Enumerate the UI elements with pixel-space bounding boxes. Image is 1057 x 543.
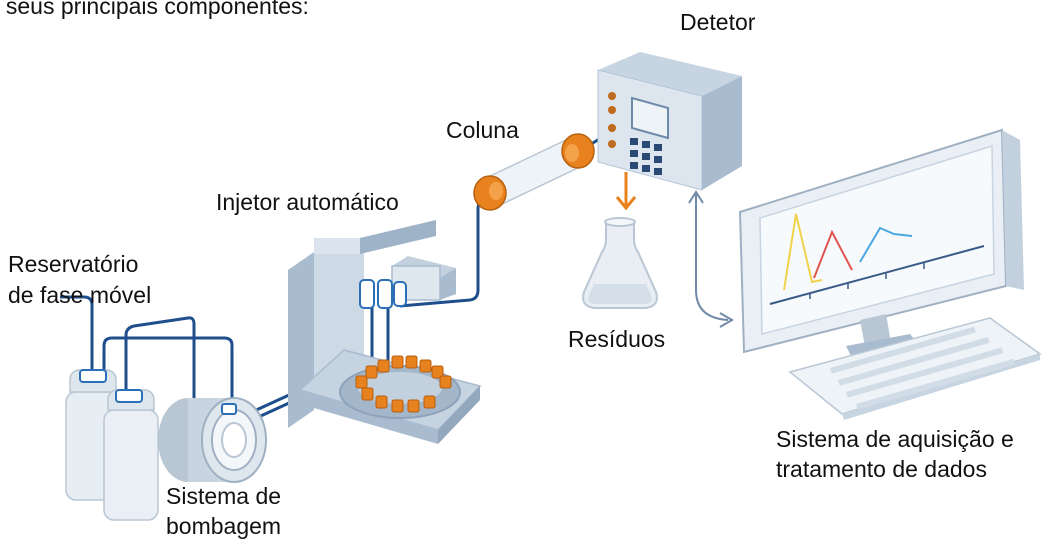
data-connection-arrow <box>688 190 734 328</box>
sample-vials <box>355 355 452 413</box>
injector-label: Injetor automático <box>216 189 399 215</box>
waste-arrow <box>615 172 637 211</box>
reservoir-label-line2: de fase móvel <box>8 282 152 308</box>
pump-label-line1: Sistema de <box>166 483 282 509</box>
chromatogram <box>783 213 925 299</box>
waste-flask <box>582 217 658 309</box>
detector-label: Detetor <box>680 9 756 35</box>
data-system-label-line2: tratamento de dados <box>776 456 987 482</box>
column <box>473 133 595 211</box>
column-label: Coluna <box>446 117 519 143</box>
autosampler <box>288 220 482 444</box>
pump-label-line2: bombagem <box>166 513 282 539</box>
reservoir-label-line1: Reservatório <box>8 251 139 277</box>
computer <box>738 128 1042 420</box>
header-text-fragment: s seus principais componentes: <box>0 0 309 19</box>
waste-label: Resíduos <box>568 326 666 352</box>
data-system-label-line1: Sistema de aquisição e <box>776 426 1014 452</box>
mobile-phase-bottles <box>65 369 159 521</box>
pump <box>158 397 267 483</box>
detector <box>597 52 742 191</box>
